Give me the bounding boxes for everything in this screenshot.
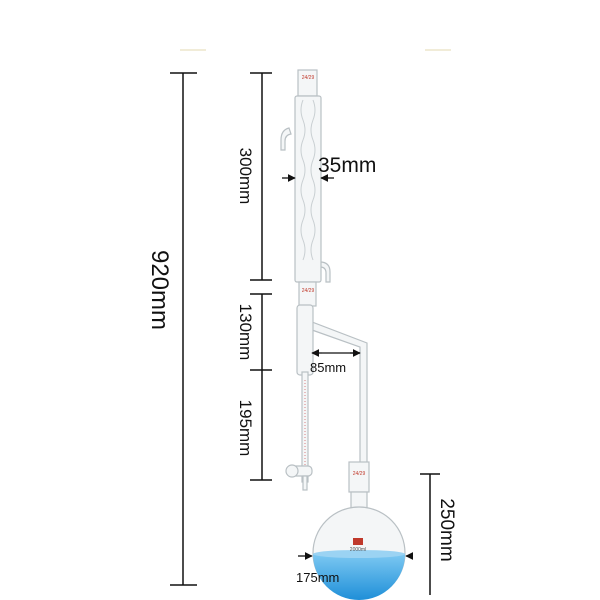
round-bottom-flask: 24/29 2000ml — [312, 461, 406, 600]
dimension-total-height — [170, 72, 197, 586]
trap-upper-label: 130mm — [236, 304, 255, 361]
total-height-label: 920mm — [146, 250, 173, 330]
dimension-condenser-length — [250, 72, 272, 281]
flask-diameter-label: 175mm — [296, 570, 339, 585]
dimension-flask-height — [420, 473, 440, 595]
condenser-diameter-label: 35mm — [318, 154, 376, 177]
liquid — [313, 554, 405, 600]
flask-joint-mark: 24/29 — [353, 471, 366, 477]
condenser: 24/29 24/29 — [280, 69, 331, 307]
trap-lower-label: 195mm — [236, 400, 255, 457]
flask-height-label: 250mm — [436, 498, 457, 561]
condenser-joint-mark: 24/29 — [302, 75, 315, 81]
side-arm-label: 85mm — [310, 360, 346, 375]
trap-joint-mark: 24/29 — [302, 288, 315, 294]
condenser-length-label: 300mm — [236, 148, 255, 205]
flask-volume-mark: 2000ml — [350, 547, 366, 553]
dimension-trap-upper — [250, 293, 272, 481]
